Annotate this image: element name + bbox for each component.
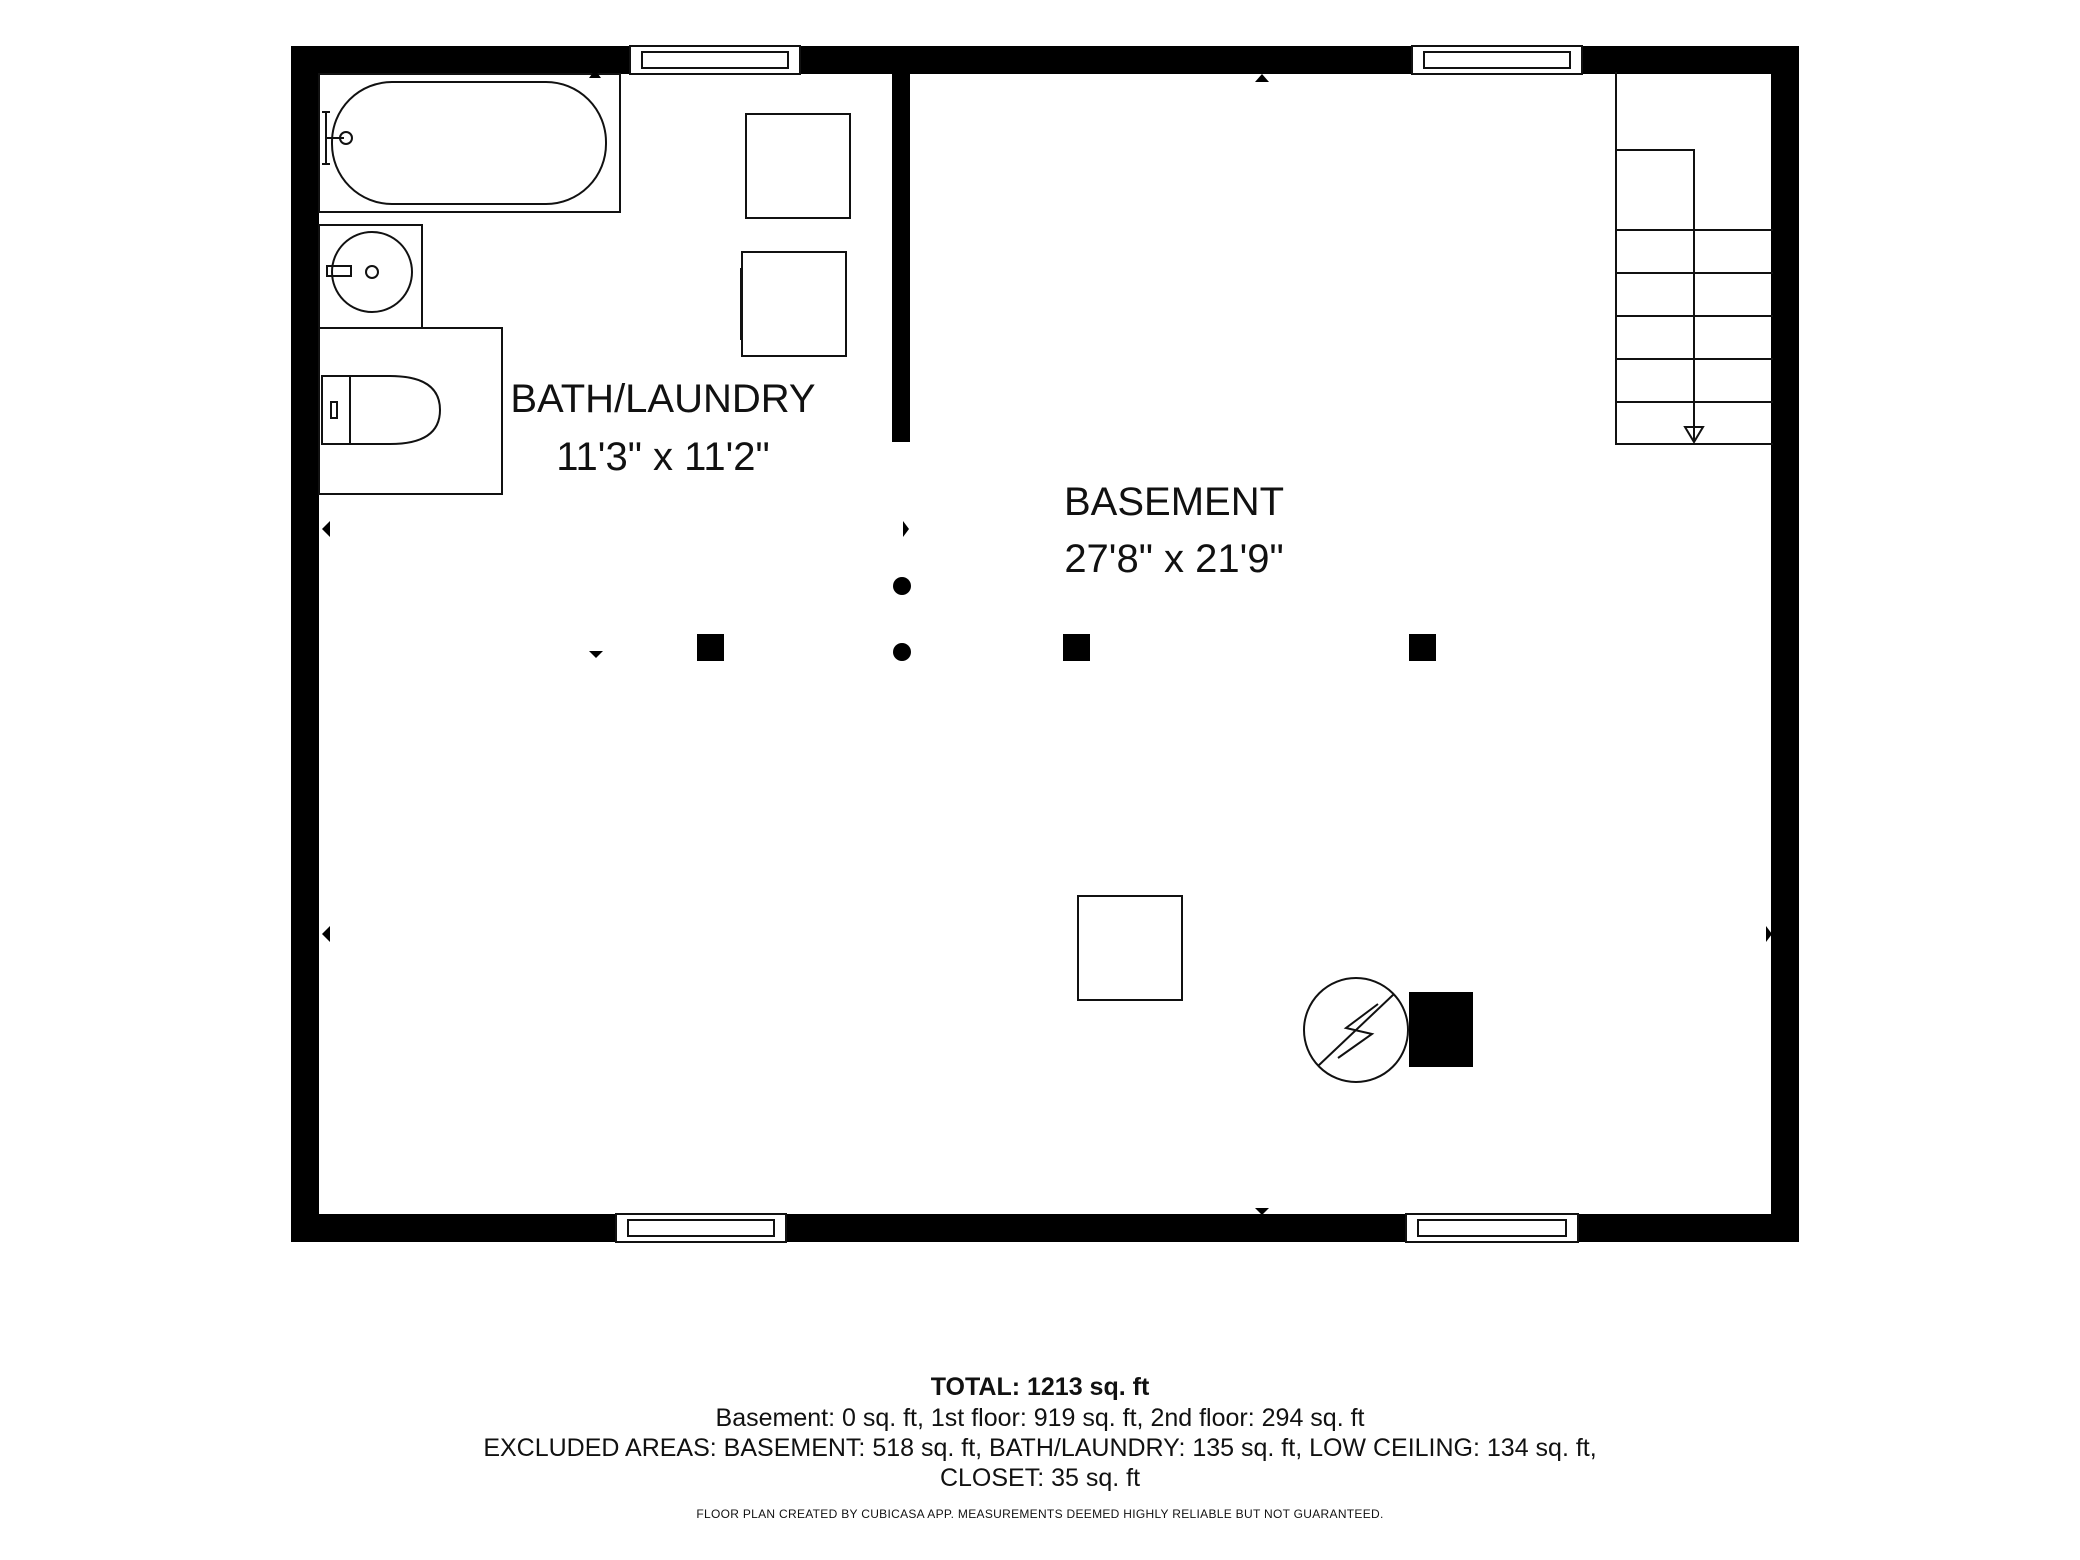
window-bottom-right (1405, 1213, 1579, 1243)
support-post (893, 643, 911, 661)
dryer (740, 251, 847, 357)
window-top-left (629, 45, 801, 75)
sink (318, 224, 423, 329)
room-label-basement: BASEMENT (1064, 480, 1284, 524)
window-bottom-left (615, 1213, 787, 1243)
room-label-bath-laundry: BATH/LAUNDRY (510, 377, 815, 421)
excluded-areas-continued: CLOSET: 35 sq. ft (939, 1464, 1141, 1492)
support-column (1409, 634, 1436, 661)
floor-breakdown: Basement: 0 sq. ft, 1st floor: 919 sq. f… (715, 1404, 1365, 1432)
window-top-right (1411, 45, 1583, 75)
area-summary: TOTAL: 1213 sq. ft Basement: 0 sq. ft, 1… (0, 1372, 2080, 1521)
furnace (1409, 992, 1473, 1067)
disclaimer: FLOOR PLAN CREATED BY CUBICASA APP. MEAS… (696, 1507, 1384, 1521)
toilet (318, 327, 503, 495)
support-column (697, 634, 724, 661)
support-post (893, 577, 911, 595)
total-area: TOTAL: 1213 sq. ft (930, 1373, 1150, 1401)
bathtub (318, 73, 621, 213)
interior-wall (892, 72, 910, 442)
utility-box (1077, 895, 1183, 1001)
room-dimensions-bath-laundry: 11'3" x 11'2" (556, 435, 769, 479)
measurement-markers (322, 70, 1772, 1215)
room-dimensions-basement: 27'8" x 21'9" (1064, 537, 1283, 581)
support-column (1063, 634, 1090, 661)
exterior-walls (291, 46, 1799, 1242)
water-heater-icon (1303, 977, 1409, 1083)
stairs (1615, 72, 1773, 445)
washer (745, 113, 851, 219)
excluded-areas: EXCLUDED AREAS: BASEMENT: 518 sq. ft, BA… (483, 1434, 1597, 1462)
